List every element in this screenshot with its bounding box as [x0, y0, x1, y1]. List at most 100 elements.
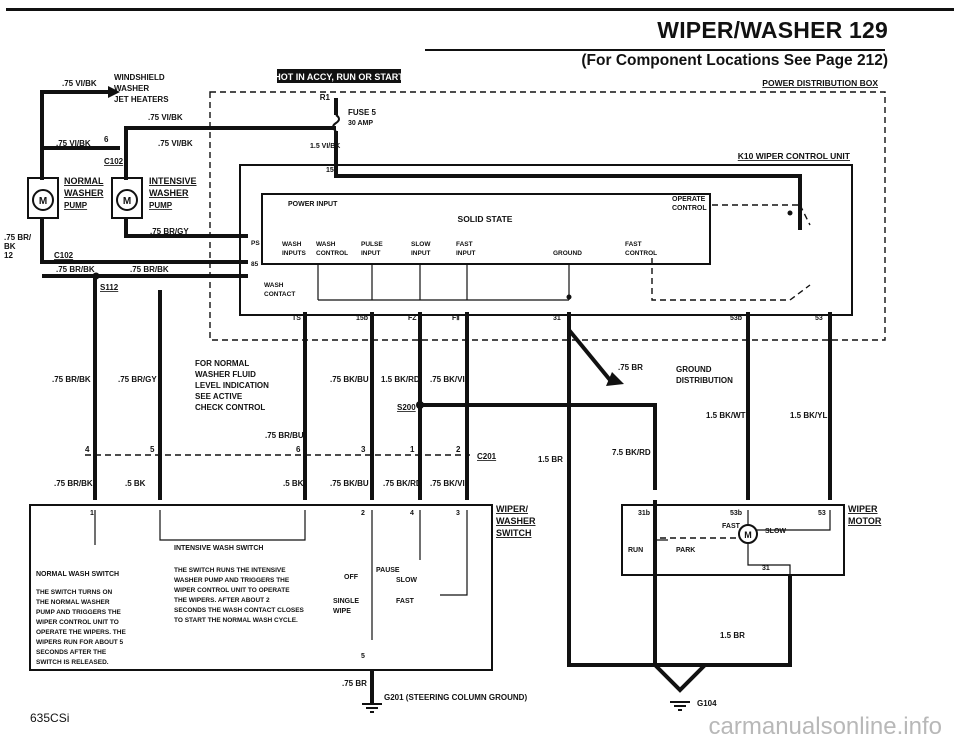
page-subtitle: (For Component Locations See Page 212) [581, 52, 888, 69]
connector-12: 12 [4, 251, 13, 260]
wire-br75: .75 BR [618, 363, 643, 372]
terminal-ts: TS [292, 315, 301, 322]
wire-brgy-2: .75 BR/GY [118, 375, 157, 384]
wire-bkvi: .75 BK/VI [430, 375, 465, 384]
pin-3: 3 [361, 445, 366, 454]
relay-link [712, 204, 811, 226]
fast-control-1: FAST [625, 241, 642, 248]
note-3: LEVEL INDICATION [195, 381, 269, 390]
terminal-53: 53 [815, 315, 823, 322]
normal-pump-motor [32, 189, 54, 211]
wash-inputs-1: WASH [282, 241, 302, 248]
ground-g104-symbol [670, 701, 690, 711]
watermark: carmanualsonline.info [708, 713, 942, 740]
terminal-fii: FⅡ [452, 314, 460, 322]
fast-input-1: FAST [456, 241, 473, 248]
ground-dist-2: DISTRIBUTION [676, 376, 733, 385]
wash-contact-1: WASH [264, 282, 284, 289]
motor-53: 53 [818, 510, 826, 517]
connector-6: 6 [104, 135, 109, 144]
wire-bkyl: 1.5 BK/YL [790, 411, 827, 420]
fuse-label: FUSE 5 [348, 108, 377, 117]
normal-text-1: THE SWITCH TURNS ON [36, 589, 112, 596]
ps-label: PS [251, 240, 260, 247]
intensive-pump-1: INTENSIVE [149, 176, 197, 186]
wire-rd75: 7.5 BK/RD [612, 448, 651, 457]
wire-bkbu-2: .75 BK/BU [330, 479, 369, 488]
splice-s112-label: S112 [100, 283, 119, 292]
k10-label: K10 WIPER CONTROL UNIT [738, 151, 851, 161]
switch-internal [94, 510, 468, 640]
wire-bk5-b: .5 BK [283, 479, 304, 488]
wire-vibk-top: .75 VI/BK [62, 79, 97, 88]
ground-input: GROUND [553, 250, 582, 257]
switch-pin-2: 2 [361, 510, 365, 517]
wire-br15-b: 1.5 BR [720, 631, 745, 640]
pin-6: 6 [296, 445, 301, 454]
wire-vibk-bus [124, 126, 336, 180]
wash-control-2: CONTROL [316, 250, 348, 257]
switch-pin-5: 5 [361, 653, 365, 660]
hot-banner: HOT IN ACCY, RUN OR START [274, 72, 404, 82]
heaters-3: JET HEATERS [114, 95, 169, 104]
intensive-switch-label: INTENSIVE WASH SWITCH [174, 545, 263, 552]
terminal-15: 15 [326, 167, 334, 174]
wire-brbk-4: .75 BR/BK [54, 479, 93, 488]
heaters-2: WASHER [114, 84, 149, 93]
normal-text-2: THE NORMAL WASHER [36, 599, 110, 606]
switch-pin-4: 4 [410, 510, 414, 517]
wash-contact-2: CONTACT [264, 291, 295, 298]
switch-pin-3: 3 [456, 510, 460, 517]
switch-off: OFF [344, 574, 359, 581]
intensive-pump-motor [116, 189, 138, 211]
terminal-fz: FZ [408, 315, 417, 322]
wire-brbk-3: .75 BR/BK [52, 375, 91, 384]
motor-park: PARK [676, 547, 695, 554]
footer-model: 635CSi [30, 711, 70, 725]
motor-31b: 31b [638, 510, 650, 517]
wiper-motor-2: MOTOR [848, 516, 882, 526]
normal-text-8: SWITCH IS RELEASED. [36, 659, 109, 666]
relay-link-2 [651, 258, 811, 301]
wire-bkbu: .75 BK/BU [330, 375, 369, 384]
g104-label: G104 [697, 699, 717, 708]
wire-bkrd-2: .75 BK/RD [383, 479, 422, 488]
normal-text-3: PUMP AND TRIGGERS THE [36, 609, 122, 616]
switch-slow: SLOW [396, 577, 417, 584]
wire-bkwt: 1.5 BK/WT [706, 411, 746, 420]
wire-brbk-1: .75 BR/BK [56, 265, 95, 274]
wire-ground-down [567, 312, 657, 667]
motor-slow: SLOW [765, 528, 786, 535]
intensive-text-4: THE WIPERS. AFTER ABOUT 2 [174, 597, 270, 604]
wire-brbk-top [40, 218, 248, 264]
ground-g201-symbol [362, 703, 382, 713]
note-1: FOR NORMAL [195, 359, 249, 368]
wire-15-supply [334, 131, 802, 230]
wire-bkrd: 1.5 BK/RD [381, 375, 420, 384]
intensive-pump-m: M [123, 196, 131, 207]
wire-vibk-left: .75 VI/BK [56, 139, 91, 148]
wire-br75-b: .75 BR [342, 679, 367, 688]
wire-bk5: .5 BK [125, 479, 146, 488]
terminal-85: 85 [251, 261, 259, 268]
note-4: SEE ACTIVE [195, 392, 243, 401]
page-title: WIPER/WASHER 129 [657, 17, 888, 43]
switch-fast: FAST [396, 598, 415, 605]
wire-s200 [420, 403, 657, 490]
fast-input-2: INPUT [456, 250, 476, 257]
wire-brbk-2: .75 BR/BK [130, 265, 169, 274]
wire-1-5-vibk: 1.5 VI/BK [310, 143, 340, 150]
header-rule [6, 8, 954, 11]
intensive-text-2: WASHER PUMP AND TRIGGERS THE [174, 577, 290, 584]
wiper-motor-box [621, 504, 845, 576]
wire-heater-feed [40, 90, 108, 180]
wire-br15: 1.5 BR [538, 455, 563, 464]
pin-1: 1 [410, 445, 415, 454]
c201-label: C201 [477, 452, 497, 461]
intensive-text-1: THE SWITCH RUNS THE INTENSIVE [174, 567, 286, 574]
wire-brgy-label: .75 BR/GY [150, 227, 189, 236]
normal-text-4: WIPER CONTROL UNIT TO [36, 619, 119, 626]
terminal-53b: 53b [730, 315, 742, 322]
wire-vibk-2: .75 VI/BK [158, 139, 193, 148]
intensive-text-6: TO START THE NORMAL WASH CYCLE. [174, 617, 298, 624]
